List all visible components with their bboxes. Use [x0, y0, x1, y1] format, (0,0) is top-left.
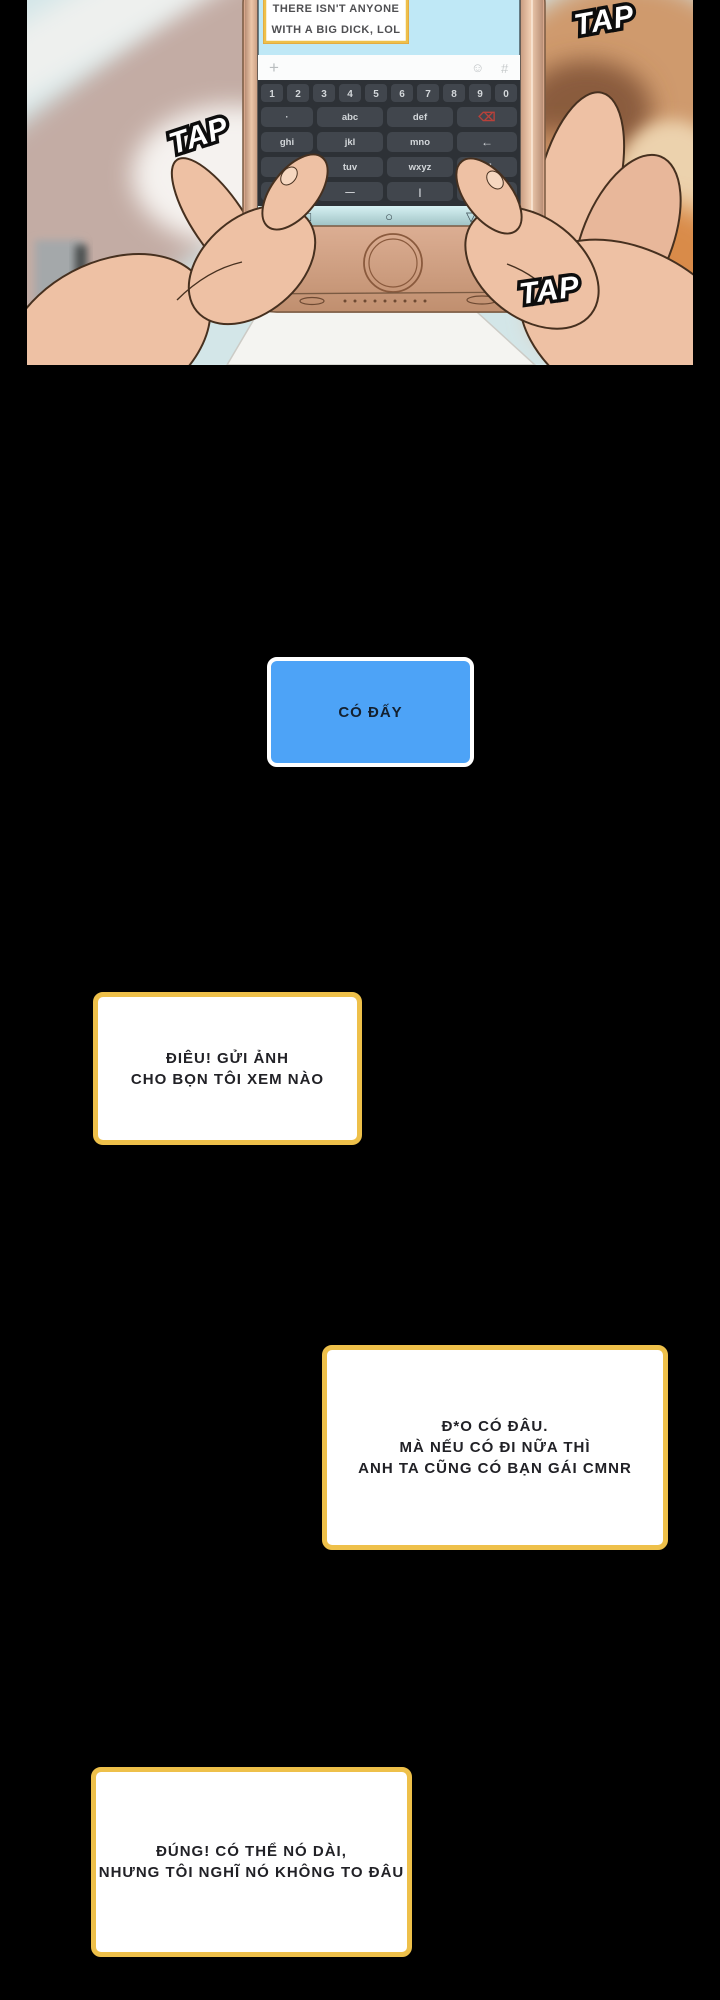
backspace-icon: ⌫: [478, 110, 496, 124]
bubble1-line1: ĐIÊU! GỬI ẢNH: [166, 1049, 289, 1067]
space-key: —: [345, 187, 355, 198]
key-2: 2: [295, 89, 301, 100]
speech-bubble-white-1: ĐIÊU! GỬI ẢNH CHO BỌN TÔI XEM NÀO: [93, 992, 362, 1145]
bubble2-line2: MÀ NẾU CÓ ĐI NỮA THÌ: [399, 1439, 591, 1456]
number-row: 1 2 3 4 5 6 7 8 9 0: [261, 84, 517, 102]
enter-icon: ←: [481, 135, 493, 149]
right-thumbnail: [486, 170, 504, 190]
back-icon: ▽: [466, 209, 476, 224]
phone-message-line2: WITH A BIG DICK, LOL: [272, 24, 401, 36]
emoji-icon: ☺: [471, 60, 484, 75]
key-def: def: [413, 112, 428, 123]
key-wxyz: wxyz: [408, 162, 432, 173]
hands: [27, 153, 693, 365]
bubble3-line1: ĐÚNG! CÓ THỂ NÓ DÀI,: [156, 1843, 347, 1860]
phone-message-line1: THERE ISN'T ANYONE: [273, 3, 400, 15]
key-ghi: ghi: [280, 137, 294, 148]
android-nav-bar: □ ○ ▽: [258, 206, 520, 226]
pipe-key: |: [419, 187, 422, 198]
bubble3-line2: NHƯNG TÔI NGHĨ NÓ KHÔNG TO ĐÂU: [98, 1864, 405, 1881]
key-3: 3: [321, 89, 327, 100]
key-0: 0: [503, 89, 509, 100]
keyboard-toolbar: + ☺ #: [258, 55, 520, 80]
key-5: 5: [373, 89, 379, 100]
key-jkl: jkl: [344, 137, 356, 148]
bubble2-line1: Đ*O CÓ ĐÂU.: [441, 1418, 549, 1435]
right-thumb-base: [464, 206, 600, 330]
left-thumb: [261, 153, 329, 231]
plus-icon: +: [269, 58, 279, 77]
key-8: 8: [451, 89, 457, 100]
home-icon: ○: [385, 209, 393, 224]
key-abc: abc: [342, 112, 358, 123]
key-4: 4: [347, 89, 353, 100]
left-thumb-base: [187, 204, 317, 326]
right-thumb: [455, 157, 523, 235]
phone-keyboard: 1 2 3 4 5 6 7 8 9 0 · ab: [258, 80, 520, 206]
bubble1-line2: CHO BỌN TÔI XEM NÀO: [130, 1070, 325, 1088]
bubble2-line3: ANH TA CŨNG CÓ BẠN GÁI CMNR: [358, 1460, 632, 1477]
key-1: 1: [269, 89, 275, 100]
comic-panel: THERE ISN'T ANYONE WITH A BIG DICK, LOL …: [27, 0, 693, 365]
key-sym: ·: [285, 112, 288, 123]
speech-bubble-white-2: Đ*O CÓ ĐÂU. MÀ NẾU CÓ ĐI NỮA THÌ ANH TA …: [322, 1345, 668, 1550]
key-tuv: tuv: [343, 162, 358, 173]
phone-chat-bubble: THERE ISN'T ANYONE WITH A BIG DICK, LOL: [263, 0, 409, 44]
speech-bubble-white-3: ĐÚNG! CÓ THỂ NÓ DÀI, NHƯNG TÔI NGHĨ NÓ K…: [91, 1767, 412, 1957]
key-9: 9: [477, 89, 483, 100]
speech-bubble-blue: CÓ ĐẤY: [267, 657, 474, 767]
bubble-blue-text: CÓ ĐẤY: [338, 703, 403, 721]
home-button: [363, 233, 423, 293]
key-mno: mno: [410, 137, 430, 148]
left-thumbnail: [280, 166, 298, 186]
key-7: 7: [425, 89, 431, 100]
key-6: 6: [399, 89, 405, 100]
hash-icon: #: [501, 61, 509, 76]
recents-icon: □: [303, 209, 311, 224]
